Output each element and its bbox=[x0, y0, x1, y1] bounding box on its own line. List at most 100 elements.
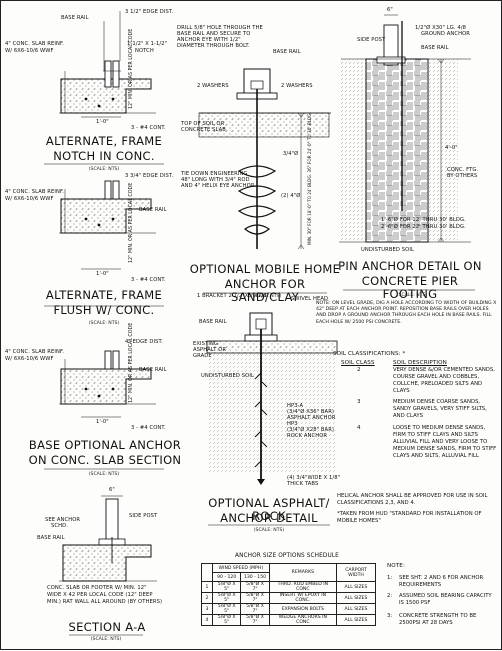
flush-label-wwf: W/ 6X6-10/6 WWF bbox=[5, 196, 54, 202]
soil-row-desc: LOOSE TO MEDIUM DENSE SANDS, FIRM TO STI… bbox=[393, 425, 497, 460]
flush-label-footing: 12" MIN. OR AS PER LOCAL CODE bbox=[129, 182, 134, 263]
pin-label-base-rail: BASE RAIL bbox=[421, 45, 449, 51]
mobile-title-line1: OPTIONAL MOBILE HOME bbox=[189, 262, 341, 276]
note-number: 3: bbox=[387, 613, 393, 619]
asphalt-label-hp3a3: ASPHALT ANCHOR bbox=[287, 415, 336, 421]
section-label-side-post: SIDE POST bbox=[129, 513, 158, 519]
soil-row-class: 3 bbox=[357, 399, 361, 405]
section-label-footer2: WIDE X 42 PER LOCAL CODE (12" DEEP bbox=[47, 592, 153, 598]
title-underlines bbox=[44, 163, 475, 636]
note-number: 2: bbox=[387, 593, 393, 599]
section-label-dim: 6" bbox=[109, 487, 115, 493]
pin-label-side-post: SIDE POST bbox=[357, 37, 386, 43]
mobile-label-top-soil: TOP OF SOIL OR bbox=[181, 121, 225, 127]
schedule-wind-header: WIND SPEED (MPH) bbox=[212, 563, 270, 573]
base-label-cont: 3 - #4 CONT. bbox=[131, 425, 166, 431]
flush-title-line2: FLUSH W/ CONC. bbox=[53, 303, 155, 317]
notch-label-dim: 1'-0" bbox=[96, 119, 109, 125]
flush-label-base-rail: BASE RAIL bbox=[139, 207, 167, 213]
flush-scale: (SCALE: NTS) bbox=[88, 321, 120, 326]
note-text: SEE SHT. 2 AND 6 FOR ANCHOR REQUIREMENTS bbox=[399, 575, 484, 589]
flush-title-line1: ALTERNATE, FRAME bbox=[45, 288, 163, 302]
asphalt-label-base-rail: BASE RAIL bbox=[199, 319, 227, 325]
pin-note: NOTE: ON LEVEL GRADE, DIG A HOLE ACCORDI… bbox=[316, 301, 497, 325]
schedule-cell: ALL SIZES bbox=[336, 581, 376, 593]
pin-label-anchor2: GROUND ANCHOR bbox=[421, 31, 470, 37]
pin-scale: (SCALE: NTS) bbox=[396, 293, 428, 298]
note-number: 1: bbox=[387, 575, 393, 581]
schedule-width-header: CARPORT WIDTH bbox=[336, 563, 376, 582]
flush-label-cont: 3 - #4 CONT. bbox=[131, 277, 166, 283]
schedule-cell: 5/8"Ø X 5" bbox=[211, 603, 242, 615]
schedule-header-row: WIND SPEED (MPH) REMARKS CARPORT WIDTH bbox=[201, 563, 376, 582]
asphalt-anchor-drawing bbox=[206, 312, 338, 485]
mobile-label-washers-right: 2 WASHERS bbox=[281, 83, 313, 89]
schedule-col-130-150: 130 - 150 bbox=[240, 572, 270, 582]
base-label-wwf: W/ 6X6-10/6 WWF bbox=[5, 356, 54, 362]
section-scale: (SCALE: NTS) bbox=[90, 637, 122, 642]
asphalt-label-hp3a2: (3/4"Ø X36" BAR) bbox=[287, 409, 335, 415]
base-title-line1: BASE OPTIONAL ANCHOR bbox=[28, 438, 182, 452]
base-label-base-rail: BASE RAIL bbox=[139, 367, 167, 373]
base-label-footing: 12" MIN. OR AS PER LOCAL CODE bbox=[129, 322, 134, 403]
notch-label-notch2: NOTCH bbox=[135, 48, 154, 54]
soil-row-class: 4 bbox=[357, 425, 361, 431]
schedule-col-90-120: 90 - 120 bbox=[211, 572, 242, 582]
note-text: ASSUMED SOIL BEARING CAPACITY IS 1500 PS… bbox=[399, 593, 492, 607]
pin-anchor-drawing bbox=[339, 14, 471, 243]
schedule-cell: 2 bbox=[201, 592, 213, 604]
soil-source-note: *TAKEN FROM HUD "STANDARD FOR INSTALLATI… bbox=[337, 511, 482, 525]
pin-title-line1: PIN ANCHOR DETAIL ON bbox=[338, 259, 482, 273]
notch-scale: (SCALE: NTS) bbox=[88, 167, 120, 172]
mobile-label-drill: DRILL 5/8" HOLE THROUGH THE bbox=[177, 25, 263, 31]
asphalt-label-hp3a: HP3-A bbox=[287, 403, 304, 409]
pin-label-undisturbed: UNDISTURBED SOIL bbox=[361, 247, 414, 253]
pin-label-dia2: 2'-6"Ø FOR 22' THRU 30' BLDG. bbox=[381, 224, 466, 230]
schedule-cell: WEDGE ANCHORS IN CONC bbox=[268, 614, 338, 626]
section-label-see-anchor2: SCHD. bbox=[51, 523, 68, 529]
asphalt-label-existing3: GRADE bbox=[193, 353, 212, 359]
table-row: 4 5/8"Ø X 5" 5/8"Ø X 7" WEDGE ANCHORS IN… bbox=[201, 614, 376, 626]
mobile-label-drill2: BASE RAIL AND SECURE TO bbox=[177, 31, 251, 37]
schedule-cell: 5/8"Ø X 7" bbox=[240, 614, 270, 626]
schedule-cell: 5/8"Ø X 7" bbox=[240, 581, 270, 593]
notes-heading: NOTE: bbox=[387, 563, 405, 569]
schedule-cell: ALL SIZES bbox=[336, 592, 376, 604]
pin-title-line2: CONCRETE PIER FOOTING bbox=[361, 274, 459, 301]
mobile-label-base-rail: BASE RAIL bbox=[273, 49, 301, 55]
soil-heading: SOIL CLASSIFICATIONS: * bbox=[333, 351, 406, 357]
soil-col-desc: SOIL DESCRIPTION bbox=[393, 360, 447, 366]
table-row: 3 5/8"Ø X 5" 5/8"Ø X 7" EXPANSION BOLTS … bbox=[201, 603, 376, 615]
pin-label-dia1: 1'-6"Ø FOR 12' THRU 30' BLDG. bbox=[381, 217, 466, 223]
schedule-cell: 5/8"Ø X 7" bbox=[240, 592, 270, 604]
asphalt-label-tabs: (4) 3/4"WIDE X 1/8" bbox=[287, 475, 341, 481]
section-aa-drawing bbox=[59, 495, 157, 582]
schedule-cell: 5/8"Ø X 7" bbox=[240, 603, 270, 615]
schedule-blank-header bbox=[201, 563, 213, 582]
mobile-label-drill4: DIAMETER THROUGH BOLT. bbox=[177, 43, 250, 49]
asphalt-label-hp3: HP3 bbox=[287, 421, 298, 427]
table-row: 1 5/8"Ø X 5" 5/8"Ø X 7" THRD. ROD EMBED … bbox=[201, 581, 376, 593]
base-scale: (SCALE: NTS) bbox=[88, 472, 120, 477]
schedule-cell: ALL SIZES bbox=[336, 614, 376, 626]
base-detail-drawing bbox=[59, 350, 156, 418]
asphalt-title-line2: ANCHOR DETAIL bbox=[220, 511, 318, 525]
schedule-cell: 4 bbox=[201, 614, 213, 626]
asphalt-label-swivel: SWIVEL HEAD bbox=[291, 296, 329, 302]
schedule-cell: THRD. ROD EMBED IN CONC bbox=[268, 581, 338, 593]
asphalt-label-hp32: (3/4"Ø X28" BAR) bbox=[287, 427, 335, 433]
mobile-label-top-soil2: CONCRETE SLAB bbox=[181, 127, 226, 133]
asphalt-label-tabs2: THICK TABS bbox=[287, 481, 319, 487]
base-label-edge: 4" EDGE DIST. bbox=[125, 339, 163, 345]
notch-label-notch: 1-1/2" X 1-1/2" bbox=[127, 41, 168, 47]
base-title-line2: ON CONC. SLAB SECTION bbox=[28, 453, 182, 467]
mobile-label-depth: MIN. 30" FOR 18'-0" TO 24' BLDG. 36" FOR… bbox=[307, 112, 312, 245]
mobile-home-anchor-drawing bbox=[198, 68, 331, 250]
pin-label-anchor: 1/2"Ø X30" LG. 4/8 bbox=[415, 25, 467, 31]
schedule-cell: EXPANSION BOLTS bbox=[268, 603, 338, 615]
asphalt-title-line1: OPTIONAL ASPHALT/ ROCK bbox=[208, 496, 330, 523]
section-label-footer: CONC. SLAB OR FOOTER W/ MIN. 12" bbox=[47, 585, 147, 591]
schedule-title: ANCHOR SIZE OPTIONS SCHEDULE bbox=[235, 553, 339, 559]
flush-detail-drawing bbox=[59, 180, 156, 270]
